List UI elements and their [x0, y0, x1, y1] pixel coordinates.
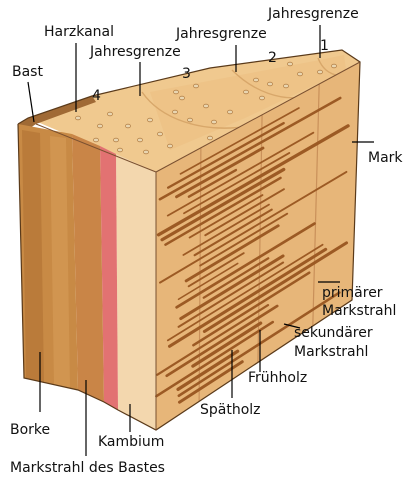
label-sekundaerer-line2: Markstrahl	[294, 344, 368, 360]
ring-number-2: 2	[268, 50, 277, 66]
leader-bast	[28, 82, 34, 122]
resin-canal	[203, 104, 208, 108]
resin-canal	[331, 64, 336, 68]
resin-canal	[173, 90, 178, 94]
resin-canal	[172, 110, 177, 114]
resin-canal	[147, 118, 152, 122]
label-borke: Borke	[10, 422, 50, 438]
label-jahresgrenze-left: Jahresgrenze	[90, 44, 181, 60]
label-mark: Mark	[368, 150, 403, 166]
resin-canal	[179, 96, 184, 100]
resin-canal	[167, 144, 172, 148]
label-jahresgrenze-mid: Jahresgrenze	[176, 26, 267, 42]
resin-canal	[125, 124, 130, 128]
ring-number-4: 4	[92, 88, 101, 104]
tangential-face	[116, 154, 156, 430]
resin-canal	[227, 110, 232, 114]
label-markstrahl-des-bastes: Markstrahl des Bastes	[10, 460, 165, 476]
resin-canal	[211, 120, 216, 124]
label-spaetholz: Spätholz	[200, 402, 261, 418]
resin-canal	[259, 96, 264, 100]
resin-canal	[117, 148, 122, 152]
resin-canal	[267, 82, 272, 86]
label-primaerer-line1: primärer	[322, 285, 383, 301]
ring-number-3: 3	[182, 66, 191, 82]
resin-canal	[137, 138, 142, 142]
resin-canal	[193, 84, 198, 88]
resin-canal	[253, 78, 258, 82]
resin-canal	[287, 62, 292, 66]
resin-canal	[243, 90, 248, 94]
resin-canal	[157, 132, 162, 136]
resin-canal	[113, 138, 118, 142]
resin-canal	[143, 150, 148, 154]
label-fruehholz: Frühholz	[248, 370, 307, 386]
label-primaerer-line2: Markstrahl	[322, 303, 396, 319]
label-bast: Bast	[12, 64, 43, 80]
label-kambium: Kambium	[98, 434, 164, 450]
resin-canal	[317, 70, 322, 74]
resin-canal	[297, 72, 302, 76]
resin-canal	[97, 124, 102, 128]
resin-canal	[207, 136, 212, 140]
label-jahresgrenze-top: Jahresgrenze	[268, 6, 359, 22]
resin-canal	[283, 84, 288, 88]
resin-canal	[107, 112, 112, 116]
resin-canal	[187, 118, 192, 122]
ring-number-1: 1	[320, 38, 329, 54]
resin-canal	[93, 138, 98, 142]
label-sekundaerer-line1: sekundärer	[294, 325, 373, 341]
resin-canal	[75, 116, 80, 120]
label-harzkanal: Harzkanal	[44, 24, 114, 40]
